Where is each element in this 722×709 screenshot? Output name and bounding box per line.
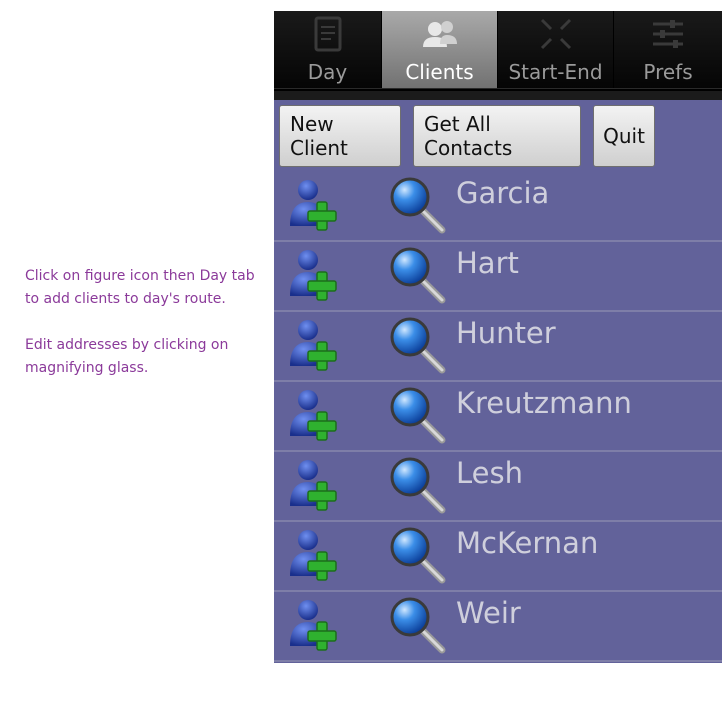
add-person-icon[interactable] (288, 388, 340, 442)
client-list: Garcia Hart (274, 172, 722, 662)
magnifying-glass-icon[interactable] (388, 316, 446, 374)
caption-line-2: Edit addresses by clicking on magnifying… (25, 337, 229, 376)
add-person-icon[interactable] (288, 528, 340, 582)
tab-prefs[interactable]: Prefs (614, 11, 722, 88)
client-name: Lesh (456, 456, 523, 490)
calendar-icon (314, 16, 341, 52)
tab-day-label: Day (307, 60, 348, 84)
client-name: Garcia (456, 176, 550, 210)
add-person-icon[interactable] (288, 598, 340, 652)
client-row: Weir (274, 592, 722, 662)
client-row: Kreutzmann (274, 382, 722, 452)
tab-day[interactable]: Day (274, 11, 382, 88)
magnifying-glass-icon[interactable] (388, 526, 446, 584)
get-all-contacts-button[interactable]: Get All Contacts (413, 105, 581, 167)
client-name: Kreutzmann (456, 386, 632, 420)
add-person-icon[interactable] (288, 318, 340, 372)
new-client-button[interactable]: New Client (279, 105, 401, 167)
action-toolbar: New Client Get All Contacts Quit (274, 100, 722, 175)
client-row: McKernan (274, 522, 722, 592)
client-name: McKernan (456, 526, 599, 560)
magnifying-glass-icon[interactable] (388, 176, 446, 234)
add-person-icon[interactable] (288, 458, 340, 512)
magnifying-glass-icon[interactable] (388, 246, 446, 304)
app-screen: Day Clients Start-End (274, 11, 722, 663)
quit-button[interactable]: Quit (593, 105, 655, 167)
arrows-icon (540, 18, 571, 50)
sliders-icon (653, 20, 683, 48)
tab-bar: Day Clients Start-End (274, 11, 722, 89)
add-person-icon[interactable] (288, 178, 340, 232)
caption-line-1: Click on figure icon then Day tab to add… (25, 268, 255, 307)
magnifying-glass-icon[interactable] (388, 596, 446, 654)
client-row: Hunter (274, 312, 722, 382)
magnifying-glass-icon[interactable] (388, 456, 446, 514)
client-name: Hunter (456, 316, 556, 350)
client-name: Weir (456, 596, 521, 630)
tab-start-end-label: Start-End (508, 60, 603, 84)
client-row: Hart (274, 242, 722, 312)
client-row: Garcia (274, 172, 722, 242)
add-person-icon[interactable] (288, 248, 340, 302)
tab-clients[interactable]: Clients (382, 11, 498, 88)
tab-clients-label: Clients (405, 60, 474, 84)
client-row: Lesh (274, 452, 722, 522)
people-icon (422, 21, 457, 47)
client-name: Hart (456, 246, 519, 280)
magnifying-glass-icon[interactable] (388, 386, 446, 444)
tab-separator (274, 89, 722, 100)
instructions-caption: Click on figure icon then Day tab to add… (25, 265, 260, 403)
tab-start-end[interactable]: Start-End (498, 11, 614, 88)
tab-prefs-label: Prefs (643, 60, 693, 84)
